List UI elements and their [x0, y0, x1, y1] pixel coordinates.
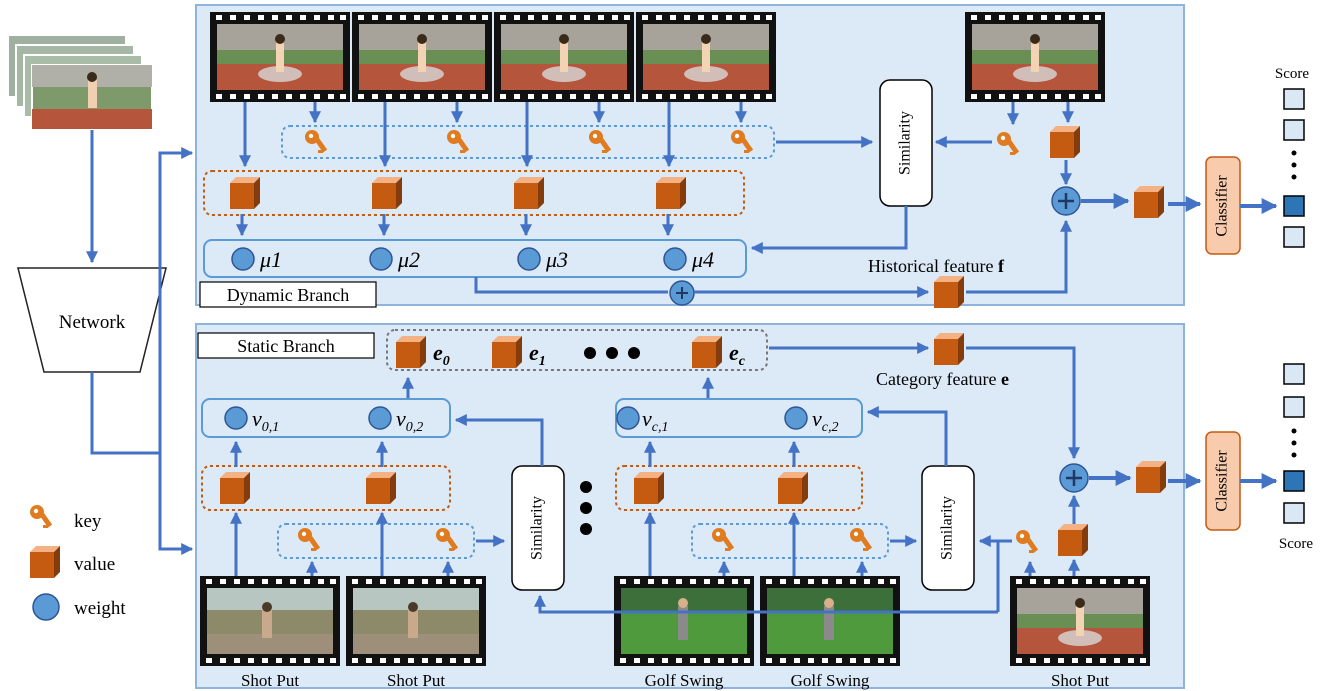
dynamic-branch-tag — [199, 281, 377, 308]
history-frame-4 — [636, 12, 776, 102]
input-frame-stack — [7, 34, 153, 130]
similarity-label-static-right: Similarity — [939, 496, 956, 560]
history-frame-1 — [210, 12, 350, 102]
weight-icon — [616, 406, 640, 430]
category-feature-label: Category feature e — [876, 369, 1009, 389]
weight-mu3: μ3 — [545, 247, 568, 272]
category-feature-e1: e1 — [529, 340, 546, 369]
score-cell — [1283, 226, 1305, 248]
ellipsis-dot — [606, 347, 618, 359]
dynamic-branch-label: Dynamic Branch — [227, 285, 349, 305]
ellipsis-dot — [580, 502, 592, 514]
weight-v01: ν0,1 — [252, 406, 279, 435]
value-cube — [396, 336, 426, 368]
value-cube — [230, 177, 260, 209]
score-cell — [1283, 363, 1305, 385]
classifier-label-dynamic: Classifier — [1214, 175, 1231, 237]
score-cell — [1283, 119, 1305, 141]
historical-feature-cube — [934, 276, 964, 308]
video-shot-put-2 — [346, 576, 486, 666]
network-block — [17, 267, 167, 373]
weight-icon — [224, 406, 248, 430]
video-golf-swing-2 — [760, 576, 900, 666]
ellipsis-dot — [580, 523, 592, 535]
score-cell — [1283, 502, 1305, 524]
category-feature-cube — [934, 333, 964, 365]
similarity-block-static-left — [511, 465, 565, 591]
similarity-label-static-left: Similarity — [529, 496, 546, 560]
current-value-cube — [1050, 126, 1080, 158]
similarity-block-static-right — [921, 465, 975, 591]
value-cube — [514, 177, 544, 209]
value-cube — [366, 472, 396, 504]
score-cell — [1283, 396, 1305, 418]
weight-mu2: μ2 — [397, 247, 420, 272]
ellipsis-dot — [584, 347, 596, 359]
video-shot-put-1 — [200, 576, 340, 666]
current-value-cube-static — [1058, 524, 1088, 556]
static-value-box-left — [201, 465, 451, 511]
value-cube — [220, 472, 250, 504]
ellipsis-dot — [580, 481, 592, 493]
legend-weight-icon — [32, 593, 60, 621]
fused-feature-cube-dynamic — [1134, 186, 1164, 218]
score-label-top: Score — [1275, 66, 1309, 82]
value-cube — [656, 177, 686, 209]
video-label-1: Shot Put — [241, 671, 299, 690]
similarity-label-dynamic: Similarity — [897, 111, 914, 175]
value-cube — [492, 336, 522, 368]
video-golf-swing-1 — [614, 576, 754, 666]
weight-icon — [368, 406, 392, 430]
weight-v02: ν0,2 — [396, 406, 423, 435]
weight-icon — [231, 247, 255, 271]
video-label-4: Golf Swing — [791, 671, 870, 690]
score-cell — [1283, 88, 1305, 110]
classifier-label-static: Classifier — [1214, 450, 1231, 512]
score-label-bottom: Score — [1279, 536, 1313, 552]
score-cell-selected — [1283, 470, 1305, 492]
video-label-5: Shot Put — [1051, 671, 1109, 690]
legend-key-label: key — [74, 511, 102, 532]
static-key-box-left — [277, 523, 475, 559]
network-label: Network — [59, 312, 126, 333]
value-cube — [778, 472, 808, 504]
video-shot-put-current — [1010, 576, 1150, 666]
weight-mu1: μ1 — [259, 247, 282, 272]
value-cube — [634, 472, 664, 504]
fused-feature-cube-static — [1136, 461, 1166, 493]
video-label-3: Golf Swing — [645, 671, 724, 690]
ellipsis-dot — [628, 347, 640, 359]
weight-icon — [517, 247, 541, 271]
video-label-2: Shot Put — [387, 671, 445, 690]
score-cell-selected — [1283, 195, 1305, 217]
static-value-box-right — [615, 465, 863, 511]
static-key-box-right — [691, 523, 889, 559]
history-frame-2 — [352, 12, 492, 102]
legend-value-label: value — [74, 554, 115, 575]
category-feature-ec: ec — [729, 340, 746, 369]
static-branch-label: Static Branch — [237, 336, 334, 356]
weight-icon — [663, 247, 687, 271]
category-feature-e0: e0 — [433, 340, 450, 369]
weight-vc1: νc,1 — [642, 406, 668, 435]
value-cube — [372, 177, 402, 209]
legend-weight-label: weight — [74, 598, 126, 619]
historical-feature-label: Historical feature f — [868, 256, 1005, 276]
static-branch-tag — [197, 332, 375, 359]
legend-key-icon — [30, 505, 53, 528]
history-frame-3 — [494, 12, 634, 102]
current-frame-dynamic — [965, 12, 1105, 102]
weight-icon — [784, 406, 808, 430]
weight-icon — [369, 247, 393, 271]
value-cube — [692, 336, 722, 368]
category-memory-box — [386, 329, 768, 371]
weight-vc2: νc,2 — [812, 406, 838, 435]
legend-value-icon — [30, 546, 60, 578]
weight-mu4: μ4 — [691, 247, 714, 272]
static-weight-box-left — [201, 398, 451, 438]
